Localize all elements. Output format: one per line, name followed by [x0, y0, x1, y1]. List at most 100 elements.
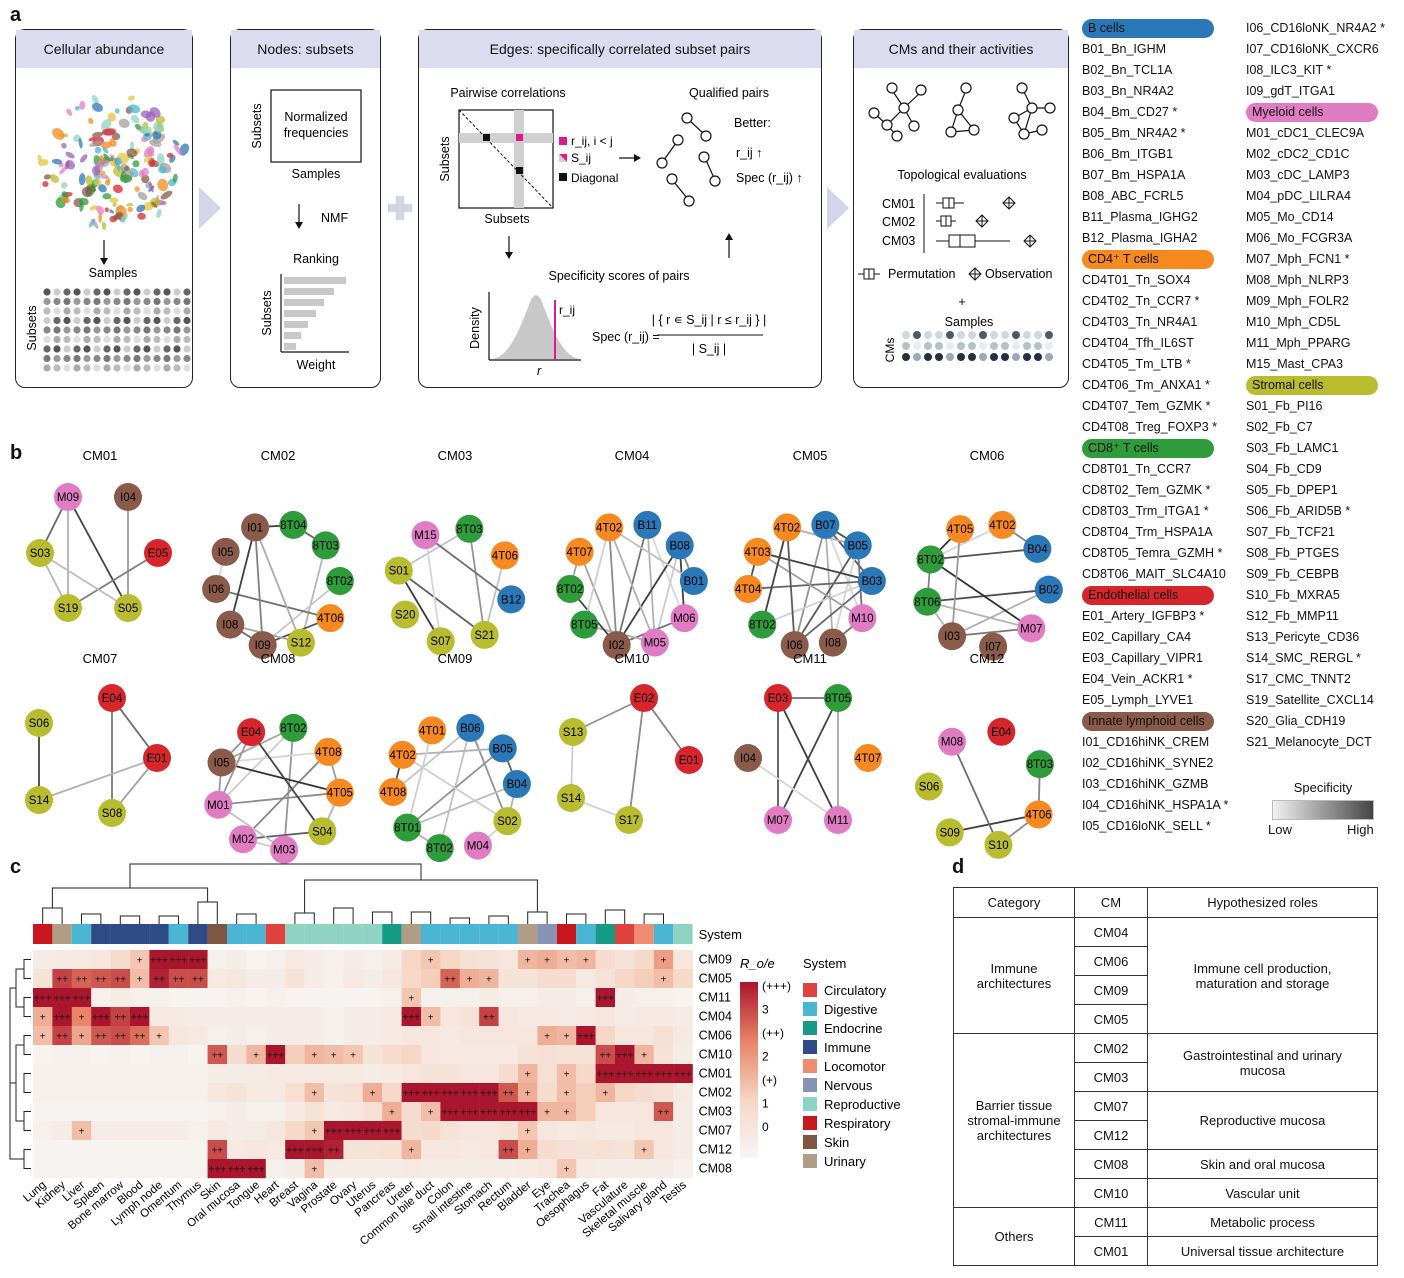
network-node	[463, 831, 492, 860]
network-node-label: S14	[29, 795, 50, 807]
heatmap-cell	[188, 1064, 208, 1084]
network-node-label: M10	[851, 613, 873, 625]
heatmap-cell	[479, 1083, 499, 1103]
system-legend-label: Endocrine	[824, 1021, 883, 1036]
abundance-dot	[53, 354, 61, 363]
heatmap-cell	[33, 1140, 53, 1160]
heatmap-cell	[207, 1140, 228, 1160]
network-edge	[578, 551, 618, 646]
heatmap-cell	[285, 1007, 305, 1027]
system-bar-cell	[556, 924, 577, 944]
abundance-dot	[73, 297, 81, 306]
umap-blob	[107, 112, 116, 122]
cm-activity-dot	[902, 342, 910, 350]
table-cm: CM09	[1074, 975, 1148, 1005]
cm-activity-dot	[902, 331, 910, 339]
legend-subset-item: CD8T05_Temra_GZMH *	[1082, 546, 1223, 560]
legend-group-header: Stromal cells	[1246, 376, 1378, 395]
abundance-dot	[43, 354, 51, 363]
network-title: CM07	[83, 651, 118, 666]
density-label: Density	[468, 306, 482, 348]
network-node	[286, 628, 315, 657]
umap-blob	[128, 95, 135, 101]
system-bar-cell	[362, 924, 383, 944]
heatmap-cell	[52, 1007, 72, 1027]
network-node-label: 8T02	[917, 554, 943, 566]
heatmap-cell	[615, 1064, 635, 1084]
umap-blob	[109, 209, 114, 214]
box2-graphic: Normalized frequencies Subsets Samples N…	[250, 89, 362, 372]
specificity-title: Specificity	[1293, 780, 1353, 795]
abundance-dot	[143, 364, 151, 372]
network-edge	[608, 527, 618, 646]
heatmap-cell	[227, 1102, 247, 1122]
network-node-label: 4T07	[855, 753, 881, 765]
network-node	[670, 604, 699, 633]
network-node	[946, 515, 975, 544]
legend-subset-item: M09_Mph_FOLR2	[1246, 294, 1349, 308]
heatmap-cell	[479, 1102, 499, 1122]
heatmap-cell	[324, 1045, 344, 1065]
network-node	[216, 610, 245, 639]
network-edge	[469, 727, 509, 822]
heatmap-cell	[265, 1140, 286, 1160]
umap-blob	[140, 110, 152, 119]
umap-blob	[102, 147, 109, 154]
umap-blob	[100, 118, 112, 131]
abundance-dot	[163, 335, 171, 344]
network-node-label: B08	[669, 540, 689, 552]
heatmap-cell	[265, 1064, 286, 1084]
heatmap-cell	[595, 1140, 616, 1160]
system-bar-cell	[265, 924, 286, 944]
table-category: Barrier tissue stromal-immune architectu…	[953, 1033, 1075, 1208]
network-edge	[927, 600, 1032, 630]
system-bar-cell	[207, 924, 227, 944]
heatmap-cell	[401, 969, 422, 989]
heatmap-significance-mark: +++	[403, 1013, 421, 1024]
abundance-dot	[43, 335, 51, 344]
heatmap-cell	[343, 1083, 363, 1103]
network-node-label: S09	[939, 827, 959, 839]
heatmap-cell	[304, 1159, 325, 1179]
heatmap-cell	[634, 1064, 654, 1084]
network-edge	[757, 551, 863, 619]
legend-subset-item: E04_Vein_ACKR1 *	[1082, 672, 1193, 686]
heatmap-cell	[110, 1045, 131, 1065]
heatmap-cell	[440, 1083, 460, 1103]
network-edge	[951, 588, 1050, 638]
heatmap-cell	[33, 969, 53, 989]
heatmap-cell	[188, 1007, 208, 1027]
heatmap-significance-mark: +	[661, 956, 667, 967]
abundance-dot	[103, 297, 111, 306]
heatmap-cell	[556, 1159, 577, 1179]
heatmap-cell	[227, 1083, 247, 1103]
network-edges	[39, 496, 159, 609]
heatmap-cell	[265, 1083, 286, 1103]
abundance-dot	[123, 364, 131, 372]
umap-blob	[94, 146, 102, 154]
heatmap-cell	[265, 950, 286, 970]
network-edges	[569, 524, 695, 646]
network-node-label: S13	[563, 727, 583, 739]
abundance-dot	[103, 288, 111, 296]
heatmap-cell	[440, 1007, 460, 1027]
heatmap-cell	[498, 1007, 519, 1027]
umap-blob	[156, 153, 165, 166]
umap-blob	[160, 190, 173, 200]
heatmap-cell	[71, 1045, 92, 1065]
heatmap-cell	[207, 1121, 228, 1141]
cm-activity-dot	[1012, 353, 1020, 361]
heatmap-cell	[168, 988, 189, 1008]
heatmap-cell	[362, 988, 383, 1008]
heatmap-cell	[168, 1140, 189, 1160]
heatmap-significance-mark: +++	[150, 956, 168, 967]
system-legend-label: Nervous	[824, 1078, 873, 1093]
abundance-dot	[73, 288, 81, 296]
abundance-dot	[43, 288, 51, 296]
heatmap-legend-tick: 2	[762, 1050, 769, 1064]
heatmap-row-label: CM08	[699, 1162, 732, 1176]
heatmap-cell	[459, 1102, 480, 1122]
